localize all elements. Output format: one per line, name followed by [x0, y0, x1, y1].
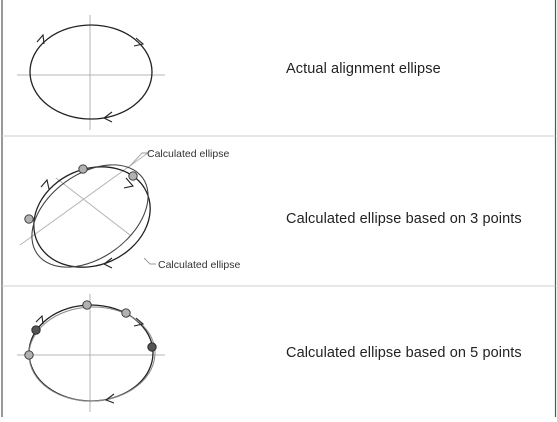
callout-label-top: Calculated ellipse	[147, 148, 229, 160]
measured-point-upper-right	[121, 308, 131, 318]
arrow-top-left	[36, 33, 45, 45]
arrow-upper-left	[35, 314, 44, 325]
actual-ellipse	[33, 166, 151, 268]
measured-point-dark-left	[31, 325, 41, 335]
five-point-ellipse-diagram	[17, 294, 165, 412]
arrow-bottom	[102, 111, 113, 123]
caption-five-point-ellipse: Calculated ellipse based on 5 points	[286, 345, 522, 361]
rotated-axis-minor	[55, 177, 131, 236]
calculated-ellipse	[31, 164, 149, 268]
callout-label-bottom: Calculated ellipse	[158, 259, 240, 271]
caption-actual-ellipse: Actual alignment ellipse	[286, 61, 441, 77]
arrow-lower	[104, 393, 115, 404]
measured-point-left	[24, 214, 34, 224]
callout-line-bottom	[143, 257, 156, 265]
measured-point-top	[78, 164, 88, 174]
measured-point-top	[82, 300, 92, 310]
actual-alignment-ellipse	[29, 24, 153, 120]
actual-ellipse-diagram	[17, 15, 165, 130]
caption-three-point-ellipse: Calculated ellipse based on 3 points	[286, 211, 522, 227]
measured-point-left	[24, 350, 34, 360]
arrow-upper-right	[123, 177, 135, 189]
actual-ellipse	[28, 304, 154, 402]
measured-point-dark-right	[147, 342, 157, 352]
arrow-upper-right	[133, 317, 145, 327]
measured-point-right	[128, 171, 138, 181]
arrow-top-right	[133, 37, 145, 47]
callout-line-top	[129, 152, 148, 167]
three-point-ellipse-diagram: Calculated ellipse Calculated ellipse	[19, 148, 240, 271]
arrow-upper-left	[40, 178, 50, 190]
arrow-lower	[102, 257, 113, 269]
